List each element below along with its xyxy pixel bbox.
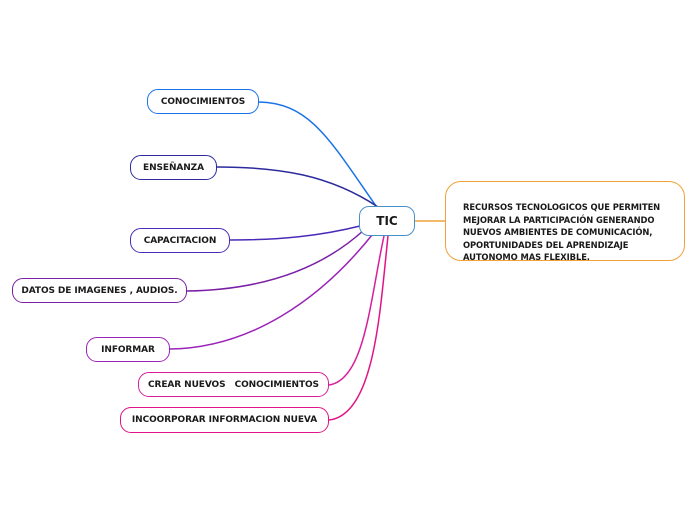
branch-label: DATOS DE IMAGENES , AUDIOS. (21, 285, 178, 296)
branch-label: CREAR NUEVOS CONOCIMIENTOS (148, 379, 319, 390)
connector-crear (328, 235, 385, 386)
connector-capacitacion (229, 225, 361, 241)
connector-ensenanza (216, 166, 379, 208)
branch-capacitacion[interactable]: CAPACITACION (130, 228, 230, 253)
branch-conocimientos[interactable]: CONOCIMIENTOS (147, 89, 259, 114)
branch-informar[interactable]: INFORMAR (86, 337, 170, 362)
branch-label: CONOCIMIENTOS (160, 96, 246, 107)
branch-label: ENSEÑANZA (143, 162, 204, 173)
central-topic-label: TIC (376, 214, 398, 228)
branch-label: INCOORPORAR INFORMACION NUEVA (131, 415, 318, 425)
note-text: RECURSOS TECNOLOGICOS QUE PERMITEN MEJOR… (463, 202, 661, 263)
central-topic[interactable]: TIC (359, 206, 415, 236)
branch-datos-imagenes[interactable]: DATOS DE IMAGENES , AUDIOS. (12, 278, 187, 303)
connector-incoorporar (328, 235, 389, 421)
connector-datos (186, 229, 365, 292)
connector-conocimientos (258, 101, 377, 207)
branch-label: CAPACITACION (143, 235, 217, 246)
connector-informar (169, 234, 373, 350)
branch-ensenanza[interactable]: ENSEÑANZA (130, 155, 217, 180)
note-box[interactable]: RECURSOS TECNOLOGICOS QUE PERMITEN MEJOR… (445, 181, 685, 263)
branch-label: INFORMAR (101, 344, 155, 355)
branch-crear-nuevos[interactable]: CREAR NUEVOS CONOCIMIENTOS (138, 372, 329, 397)
branch-incoorporar[interactable]: INCOORPORAR INFORMACION NUEVA (120, 407, 329, 433)
